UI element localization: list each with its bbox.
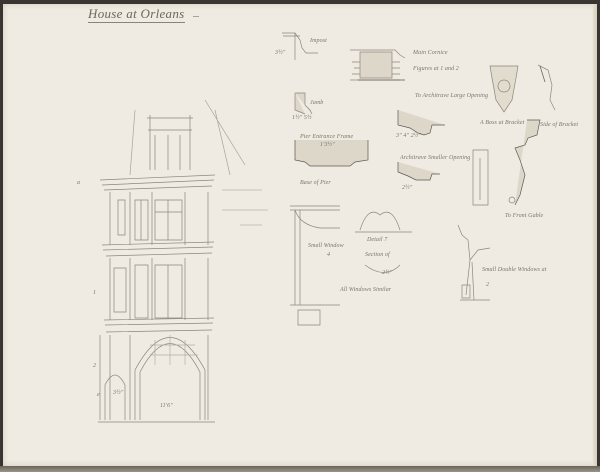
- note-small-double-num: 2: [486, 282, 490, 288]
- note-small-window: Small Window: [308, 243, 344, 249]
- facade-drawing: [98, 100, 245, 422]
- note-main-cornice-figs: Figures at 1 and 2: [413, 66, 459, 72]
- note-entrance-frame: Pier Entrance Frame: [300, 134, 354, 140]
- boss-bracket-drawing: [490, 65, 555, 112]
- note-jamb: Jamb: [310, 100, 324, 106]
- note-small-window-num: 4: [327, 252, 331, 258]
- note-entrance-dim: 1'3½": [320, 142, 335, 148]
- note-bracket-side: Side of Bracket: [540, 122, 579, 128]
- impost-profile: [282, 33, 318, 60]
- entrance-frame-profile: [295, 140, 368, 166]
- note-small-double-windows: Small Double Windows at: [482, 267, 547, 273]
- small-window-drawing: [290, 206, 340, 325]
- note-main-cornice: Main Cornice: [413, 50, 448, 56]
- architrave-large-profile: [398, 110, 445, 135]
- small-double-windows-drawing: [458, 225, 490, 300]
- architrave-small-profile: [398, 162, 440, 180]
- note-all-windows: All Windows Similar: [340, 287, 392, 293]
- title-dash: –: [193, 8, 199, 22]
- note-architrave-small-dim: 2½": [402, 185, 413, 191]
- note-impost-dim: 3½": [275, 50, 286, 56]
- page-edge: [593, 4, 597, 466]
- note-architrave-large: To Architrave Large Opening: [415, 93, 489, 99]
- note-pier-dim: 3½": [113, 390, 124, 396]
- note-architrave-large-dim: 3" 4" 2½": [396, 133, 421, 139]
- jamb-profile: [295, 93, 312, 114]
- sketch-title: House at Orleans: [88, 6, 185, 23]
- page-bottom-shadow: [0, 466, 600, 472]
- note-architrave-small: Architrave Smaller Opening: [400, 155, 471, 161]
- note-label-1: 1: [93, 290, 97, 296]
- note-arch-width: 11'6": [160, 403, 173, 409]
- detail-7-ornament: [355, 212, 412, 272]
- note-front-gable: To Front Gable: [505, 213, 544, 219]
- note-detail-7: Detail 7: [367, 237, 388, 243]
- note-boss-bracket: A Boss at Bracket: [480, 120, 525, 126]
- note-jamb-dim: 1½" 5½: [292, 115, 312, 121]
- note-section: Section of: [365, 252, 390, 258]
- note-impost: Impost: [310, 38, 327, 44]
- note-base-of-pier: Base of Pier: [300, 180, 331, 186]
- note-label-a: a: [77, 180, 81, 186]
- note-label-2: 2: [93, 363, 97, 369]
- bracket-side-drawing: [473, 120, 540, 205]
- note-section-dim: 2½": [382, 270, 393, 276]
- note-label-e: e: [97, 392, 100, 398]
- main-cornice-profile: [350, 50, 405, 80]
